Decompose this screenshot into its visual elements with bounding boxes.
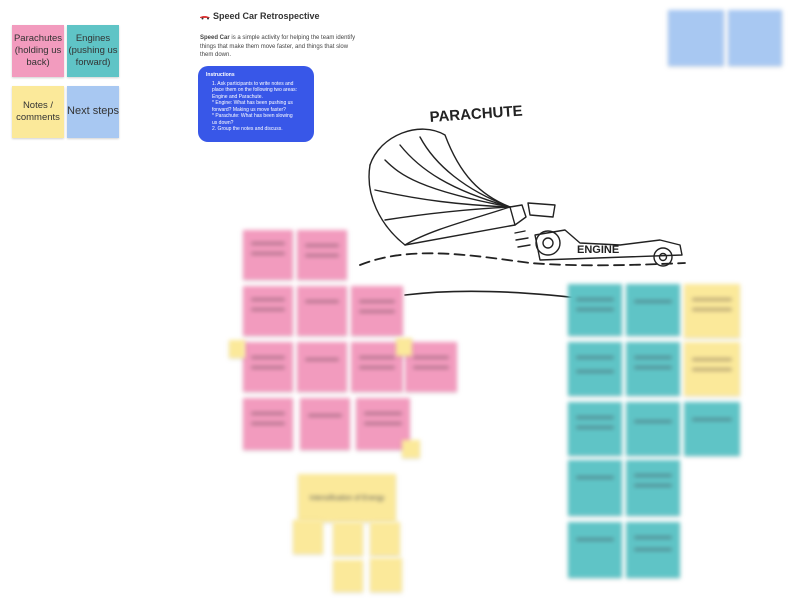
parachute-note[interactable] [243, 398, 293, 450]
comment-note[interactable] [333, 522, 363, 556]
comment-note[interactable] [370, 522, 400, 556]
board-title: Speed Car Retrospective [213, 11, 320, 21]
legend-note-parachutes[interactable]: Parachutes (holding us back) [12, 25, 64, 77]
board-description: Speed Car is a simple activity for helpi… [200, 34, 360, 60]
engine-note[interactable] [568, 460, 622, 516]
engine-note[interactable] [626, 342, 680, 396]
engine-note[interactable] [568, 284, 622, 336]
instruction-line: us down? [212, 119, 234, 126]
parachute-note[interactable] [243, 342, 293, 392]
legend-note-next-steps[interactable]: Next steps [67, 86, 119, 138]
engine-note[interactable] [626, 402, 680, 456]
instruction-line: Engine and Parachute. [212, 93, 263, 100]
instruction-line: forward? Making us move faster? [212, 106, 286, 113]
parachute-note[interactable] [297, 286, 347, 336]
instructions-card[interactable]: Instructions 1. Ask participants to writ… [198, 66, 314, 142]
parachute-note[interactable] [300, 398, 350, 450]
comment-heading-note[interactable]: Intensification of Energy [298, 474, 396, 522]
engine-note[interactable] [568, 342, 622, 396]
engine-note[interactable] [626, 522, 680, 578]
parachute-note[interactable] [243, 230, 293, 280]
legend-note-label: Engines (pushing us forward) [68, 33, 118, 68]
instruction-line: place them on the following two areas: [212, 87, 298, 93]
engine-note[interactable] [568, 522, 622, 578]
parachute-note[interactable] [297, 342, 347, 392]
cluster-heading: Intensification of Energy [309, 494, 385, 502]
instruction-line: * Parachute: What has been slowing [212, 113, 293, 119]
engine-note[interactable] [684, 402, 740, 456]
instructions-heading: Instructions [206, 72, 235, 78]
instruction-line: 2. Group the notes and discuss. [212, 126, 283, 132]
parachute-note[interactable] [405, 342, 457, 392]
instruction-line: 1. Ask participants to write notes and [212, 80, 294, 87]
speed-car-drawing: PARACHUTE ENGINE [359, 103, 686, 301]
engine-label: ENGINE [577, 244, 619, 256]
description-lead: Speed Car [200, 35, 230, 41]
legend-note-label: Notes / comments [16, 100, 60, 123]
race-car-icon [200, 16, 210, 20]
legend-note-engines[interactable]: Engines (pushing us forward) [67, 25, 119, 77]
parachute-note[interactable] [351, 342, 403, 392]
parachute-note[interactable] [351, 286, 403, 336]
comment-note[interactable] [293, 520, 323, 554]
comment-note[interactable] [684, 342, 740, 396]
parachute-label: PARACHUTE [429, 103, 523, 126]
engine-note[interactable] [568, 402, 622, 456]
legend-note-label: Parachutes (holding us back) [13, 33, 63, 68]
engine-note[interactable] [626, 284, 680, 336]
comment-note[interactable] [402, 440, 420, 458]
comment-note[interactable] [229, 340, 245, 358]
next-step-note[interactable] [668, 10, 724, 66]
parachute-note[interactable] [356, 398, 410, 450]
comment-note[interactable] [684, 284, 740, 338]
comment-note[interactable] [370, 558, 402, 592]
instruction-line: * Engine: What has been pushing us [212, 100, 293, 106]
parachute-note[interactable] [243, 286, 293, 336]
legend-note-notes[interactable]: Notes / comments [12, 86, 64, 138]
parachute-note[interactable] [297, 230, 347, 280]
legend-note-label: Next steps [67, 105, 119, 118]
description-text: is a simple activity for helping the tea… [200, 35, 356, 59]
comment-note[interactable] [333, 560, 363, 592]
comment-note[interactable] [396, 338, 412, 356]
engine-note[interactable] [626, 460, 680, 516]
next-step-note[interactable] [728, 10, 782, 66]
